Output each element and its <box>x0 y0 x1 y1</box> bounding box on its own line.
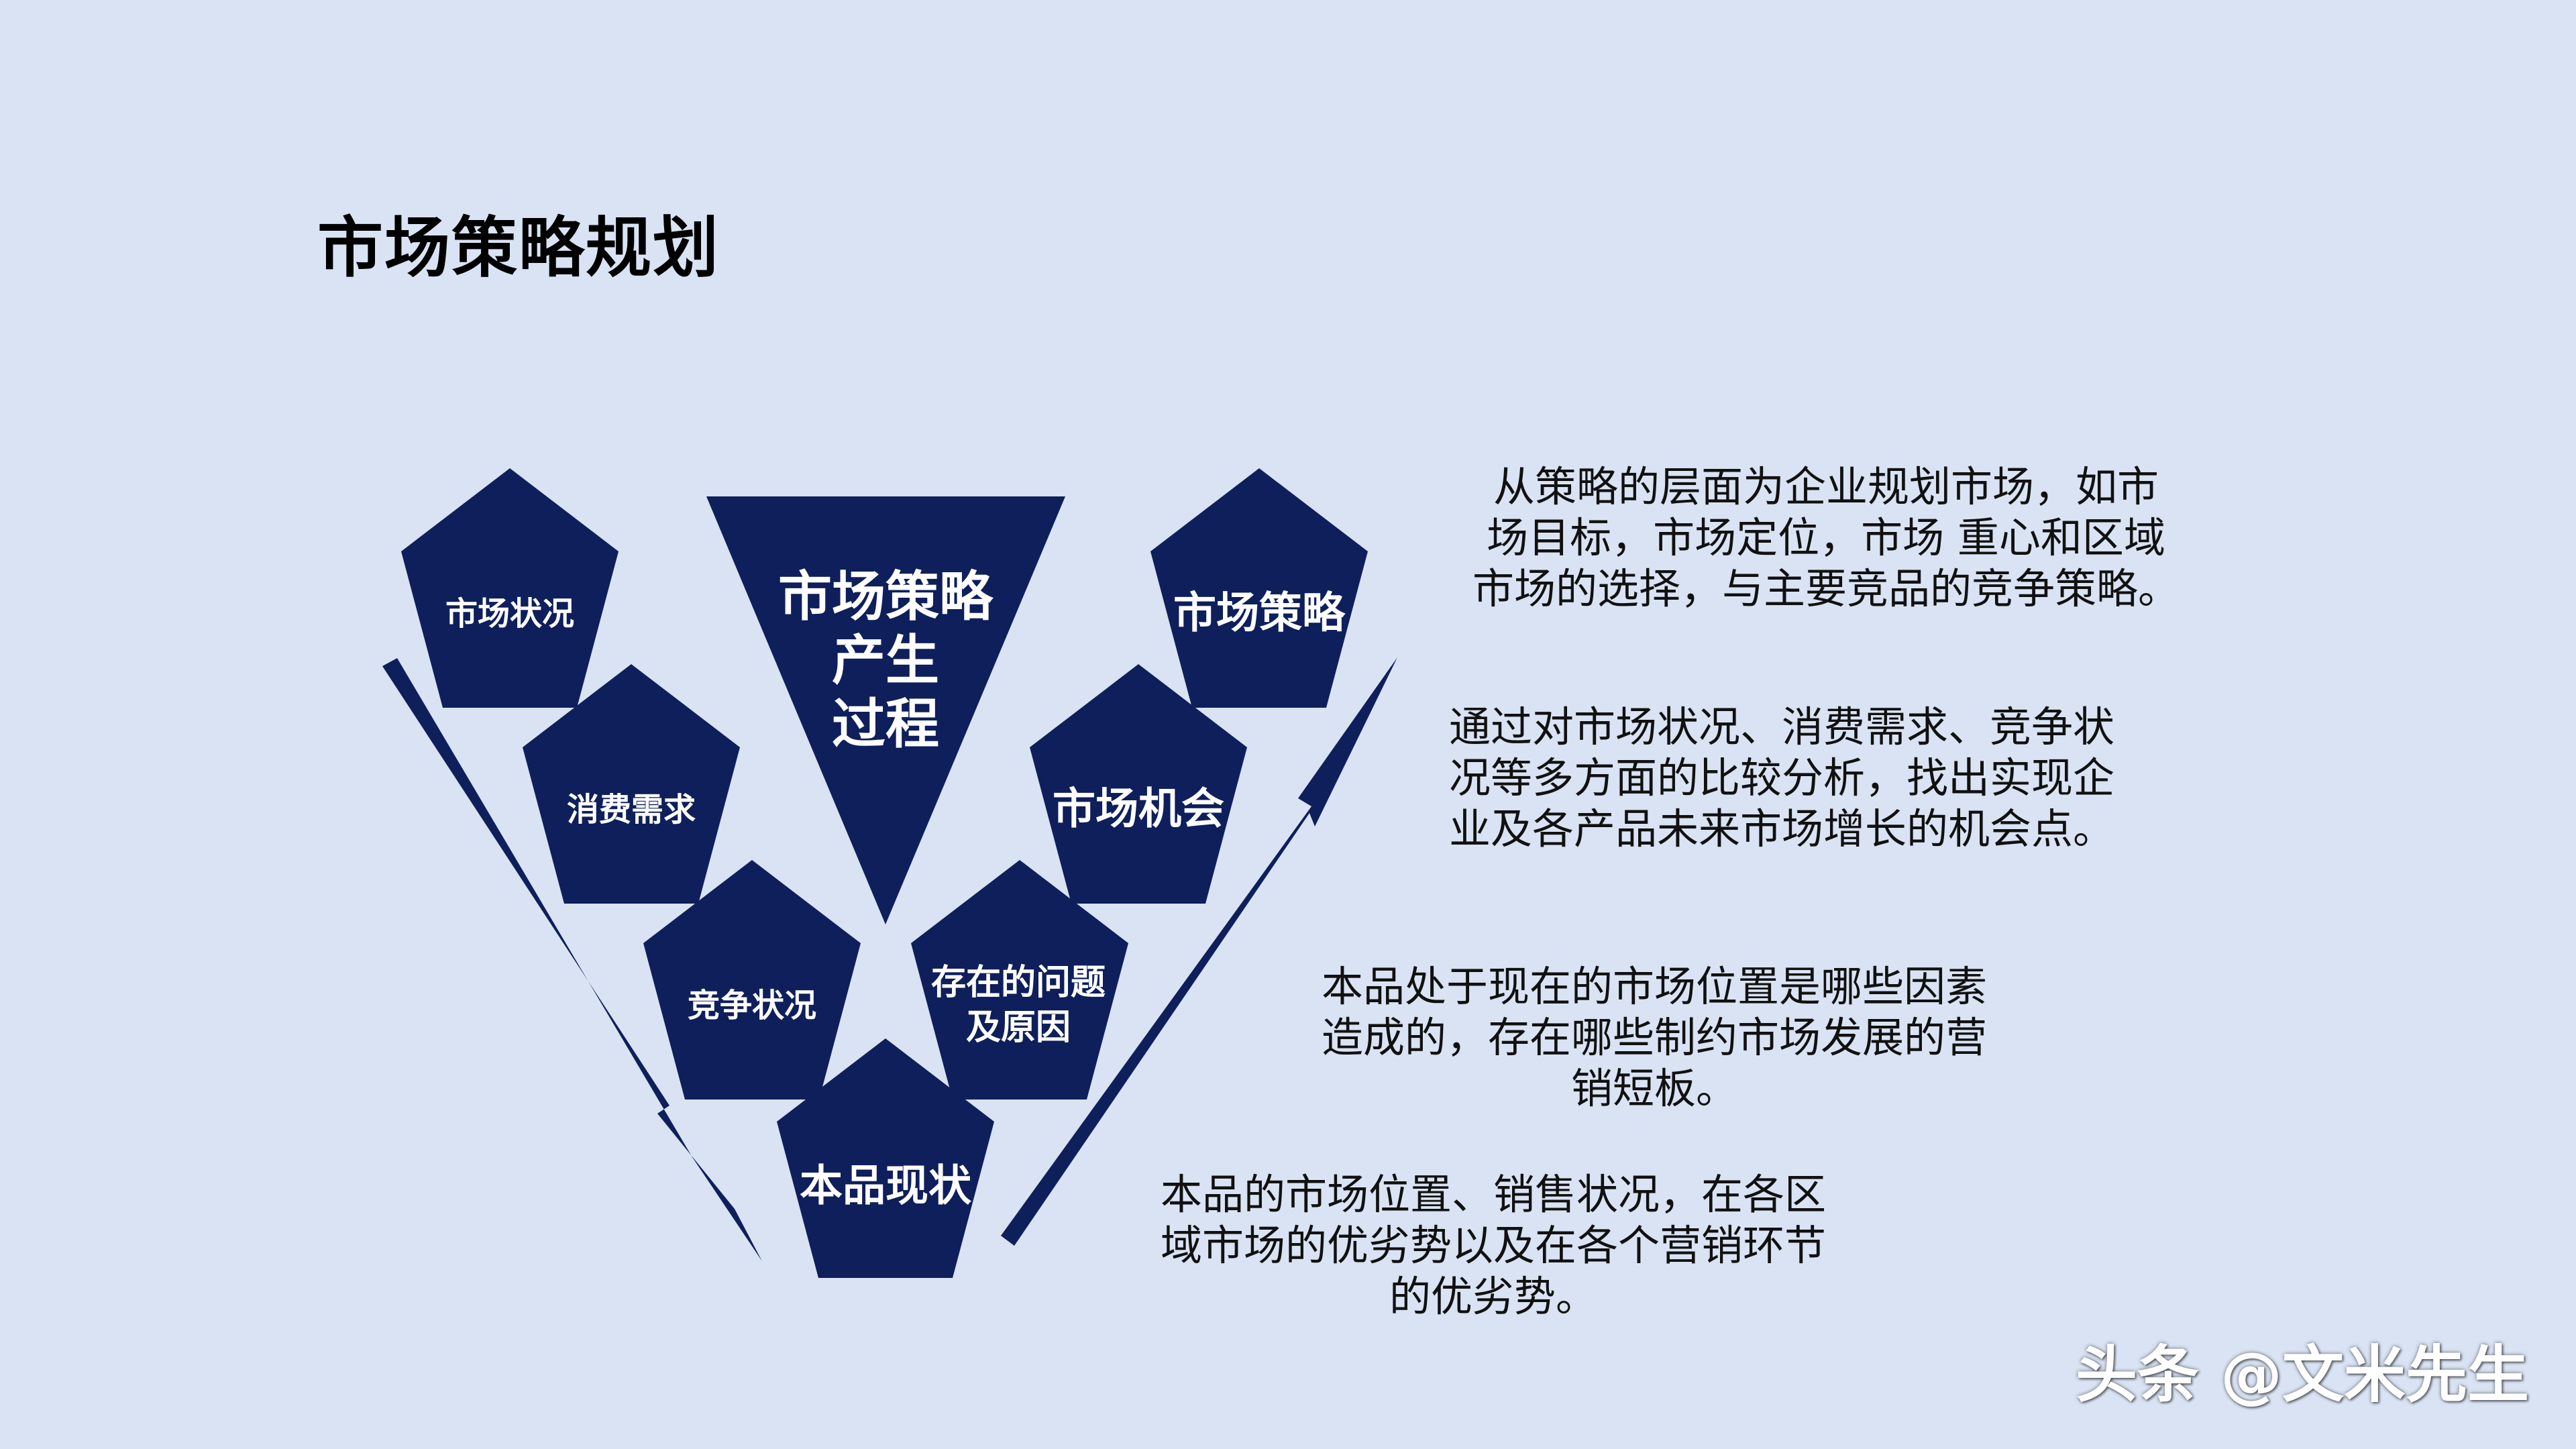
description-product-status: 本品的市场位置、销售状况，在各区 域市场的优劣势以及在各个营销环节 的优劣势。 <box>1161 1170 1827 1321</box>
label-problems-line1: 存在的问题 <box>931 963 1106 1003</box>
center-label-line3: 过程 <box>832 693 939 755</box>
pentagon-competition <box>643 860 861 1099</box>
label-problems-line2: 及原因 <box>966 1008 1071 1048</box>
label-consumer-demand: 消费需求 <box>567 791 696 828</box>
pentagon-market-status <box>401 468 619 708</box>
label-competition: 竞争状况 <box>688 987 816 1024</box>
pentagon-market-opportunity <box>1030 664 1247 904</box>
pentagon-product-status <box>777 1038 994 1278</box>
center-triangle <box>706 496 1065 924</box>
description-strategy: 从策略的层面为企业规划市场，如市 场目标，市场定位，市场 重心和区域 市场的选择… <box>1472 462 2180 613</box>
watermark: 头条 @文米先生 <box>2075 1339 2529 1411</box>
pentagon-market-strategy <box>1150 468 1368 708</box>
description-problems: 本品处于现在的市场位置是哪些因素 造成的，存在哪些制约市场发展的营 销短板。 <box>1322 962 1988 1113</box>
center-label-line1: 市场策略 <box>778 566 994 628</box>
label-product-status: 本品现状 <box>800 1162 972 1212</box>
pentagon-consumer-demand <box>523 664 740 904</box>
center-label-line2: 产生 <box>832 629 939 692</box>
label-market-opportunity: 市场机会 <box>1053 785 1224 835</box>
page-title: 市场策略规划 <box>317 210 720 286</box>
description-opportunity: 通过对市场状况、消费需求、竞争状 况等多方面的比较分析，找出实现企 业及各产品未… <box>1449 702 2115 853</box>
right-up-arrow <box>1001 657 1397 1246</box>
pentagon-problems <box>911 860 1128 1099</box>
label-market-status: 市场状况 <box>445 595 574 633</box>
left-down-arrow <box>382 658 762 1261</box>
label-market-strategy: 市场策略 <box>1173 589 1346 639</box>
